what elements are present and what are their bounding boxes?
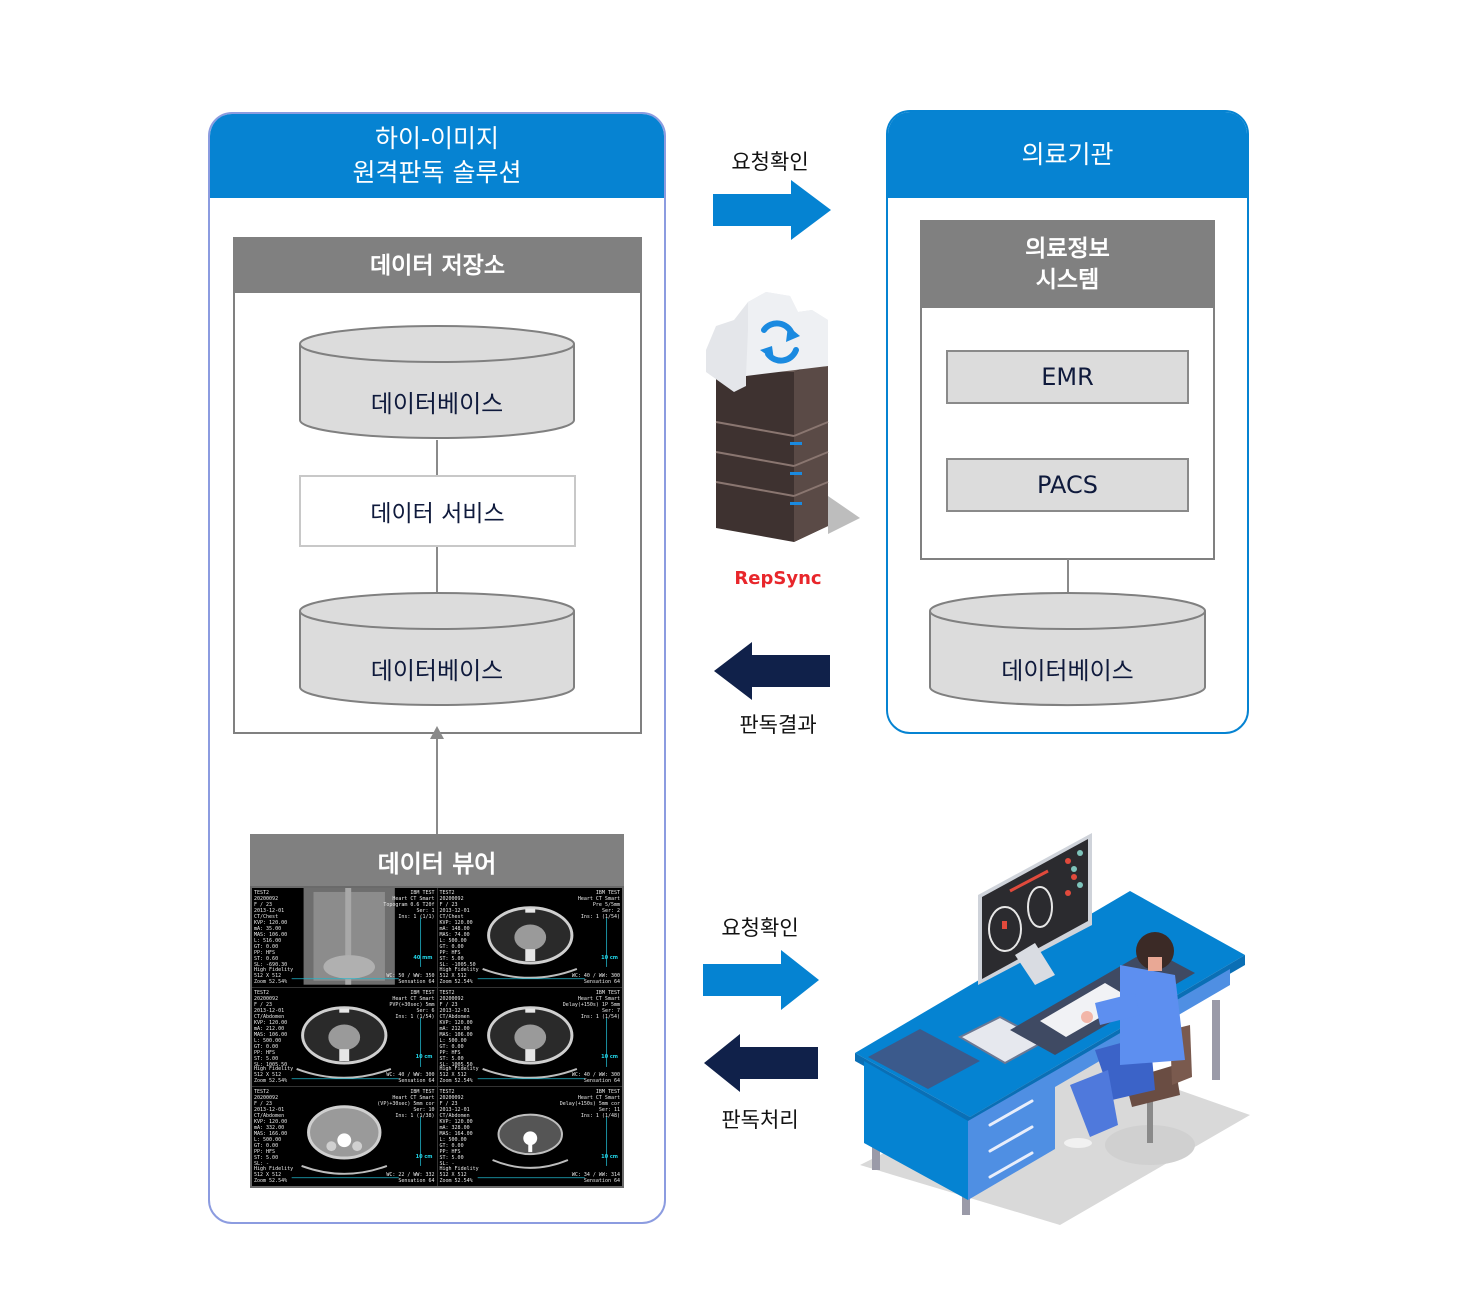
upload-arrow-icon: [430, 726, 444, 836]
ct-scan-image: [291, 888, 422, 985]
database-label: 데이터베이스: [1001, 657, 1134, 685]
repsync-server-icon: [706, 292, 860, 542]
desk-leg: [872, 1135, 880, 1170]
database-cylinder-bottom: 데이터베이스: [298, 591, 576, 709]
ct-series-info: IBM TEST Heart CT Smart Delay(+150s) 5mm…: [559, 1089, 620, 1120]
ct-scale-label: 10 cm: [601, 1153, 618, 1160]
request-confirm-label-top: 요청확인: [731, 150, 809, 174]
ct-scale-label: 40 mm: [413, 954, 433, 961]
medical-info-system-title: 의료정보 시스템: [922, 222, 1213, 308]
database-label: 데이터베이스: [370, 390, 504, 418]
database-icon: [299, 592, 575, 706]
ct-series-info: IBM TEST Heart CT Smart PVP(+30sec) 5mm …: [389, 989, 435, 1020]
ct-scale-label: 10 cm: [601, 1054, 618, 1061]
repsync-label: RepSync: [734, 568, 822, 589]
database-cylinder-top: 데이터베이스: [298, 324, 576, 442]
ct-scan-image: [477, 1005, 607, 1079]
ct-display-info: High Fidelity 512 X 512 Zoom 52.54%: [439, 1066, 479, 1085]
reading-result-label: 판독결과: [739, 713, 817, 737]
ct-display-info: High Fidelity 512 X 512 Zoom 52.54%: [254, 1066, 294, 1085]
ct-series-info: IBM TEST Heart CT Smart (VP)+30sec) 5mm …: [377, 1089, 435, 1120]
ct-window-info: WC: 50 / WW: 350 Sensation 64: [386, 972, 435, 985]
ct-series-info: IBM TEST Heart CT Smart Topogram 0.6 T20…: [383, 890, 435, 920]
ct-patient-info: TEST2 20200092 F / 23 2013-12-01 CT/Abdo…: [439, 1089, 473, 1168]
database-label: 데이터베이스: [370, 657, 504, 685]
database-icon: [299, 325, 575, 439]
ct-scan-image: [477, 1113, 607, 1179]
data-service-box: 데이터 서비스: [299, 475, 576, 547]
ct-patient-info: TEST2 20200092 F / 23 2013-12-01 CT/Abdo…: [254, 1089, 288, 1168]
emr-box: EMR: [946, 350, 1189, 404]
data-viewer-title: 데이터 뷰어: [250, 834, 624, 888]
ct-image-viewer[interactable]: TEST2 20200092 F / 23 2013-12-01 CT/Ches…: [250, 886, 624, 1188]
ct-image-cell[interactable]: TEST2 20200092 F / 23 2013-12-01 CT/Abdo…: [252, 1087, 437, 1186]
ct-display-info: High Fidelity 512 X 512 Zoom 52.54%: [439, 966, 479, 985]
medical-institution-header: 의료기관: [888, 112, 1247, 198]
connector-line: [1067, 559, 1069, 593]
arrow-right-icon: [713, 180, 831, 240]
ct-scale-label: 10 cm: [601, 954, 618, 961]
ct-scale-label: 10 cm: [415, 1054, 433, 1061]
panel-title-line2: 원격판독 솔루션: [352, 158, 522, 187]
ct-display-info: High Fidelity 512 X 512 Zoom 52.54%: [254, 966, 294, 985]
ct-scan-image: [291, 1005, 422, 1079]
request-confirm-label-bottom: 요청확인: [721, 916, 799, 940]
ct-scan-image: [477, 906, 607, 980]
reading-process-label: 판독처리: [721, 1108, 799, 1132]
ct-image-cell[interactable]: TEST2 20200092 F / 23 2013-12-01 CT/Ches…: [437, 888, 622, 987]
ct-window-info: WC: 40 / WW: 300 Sensation 64: [571, 972, 620, 985]
database-icon: [929, 592, 1206, 707]
ct-series-info: IBM TEST Heart CT Smart Pre 5/5mm Ser: 2…: [577, 890, 620, 920]
ct-patient-info: TEST2 20200092 F / 23 2013-12-01 CT/Ches…: [254, 890, 288, 968]
panel-title-line1: 하이-이미지: [374, 124, 499, 153]
remote-reading-solution-header: 하이-이미지 원격판독 솔루션: [210, 114, 664, 198]
arrow-right-icon: [703, 950, 819, 1010]
ct-image-cell[interactable]: TEST2 20200092 F / 23 2013-12-01 CT/Ches…: [252, 888, 437, 987]
pacs-box: PACS: [946, 458, 1189, 512]
his-title-line1: 의료정보: [1025, 236, 1110, 262]
data-storage-title: 데이터 저장소: [235, 239, 640, 293]
ct-image-cell[interactable]: TEST2 20200092 F / 23 2013-12-01 CT/Abdo…: [252, 987, 437, 1087]
ct-window-info: WC: 40 / WW: 300 Sensation 64: [386, 1072, 435, 1085]
ct-patient-info: TEST2 20200092 F / 23 2013-12-01 CT/Abdo…: [254, 989, 288, 1068]
arrow-left-icon: [714, 642, 830, 700]
ct-patient-info: TEST2 20200092 F / 23 2013-12-01 CT/Abdo…: [439, 989, 473, 1068]
desk-leg: [1212, 1000, 1220, 1080]
connector-line: [436, 440, 438, 476]
ct-scale-label: 10 cm: [415, 1153, 433, 1160]
ct-scan-image: [291, 1105, 422, 1179]
ct-patient-info: TEST2 20200092 F / 23 2013-12-01 CT/Ches…: [439, 890, 476, 968]
radiologist-workstation-illustration: [855, 833, 1250, 1225]
ct-image-cell[interactable]: TEST2 20200092 F / 23 2013-12-01 CT/Abdo…: [437, 987, 622, 1087]
ct-series-info: IBM TEST Heart CT Smart Delay(+150s) 1P …: [562, 989, 620, 1020]
ct-window-info: WC: 34 / WW: 314 Sensation 64: [571, 1171, 620, 1184]
ct-window-info: WC: 22 / WW: 332 Sensation 64: [386, 1171, 435, 1184]
database-cylinder-right: 데이터베이스: [928, 591, 1207, 709]
ct-display-info: High Fidelity 512 X 512 Zoom 52.54%: [254, 1165, 294, 1184]
ct-image-cell[interactable]: TEST2 20200092 F / 23 2013-12-01 CT/Abdo…: [437, 1087, 622, 1186]
connector-line: [436, 547, 438, 593]
his-title-line2: 시스템: [1035, 267, 1100, 293]
arrow-left-icon: [704, 1034, 818, 1092]
ct-display-info: High Fidelity 512 X 512 Zoom 52.54%: [439, 1165, 479, 1184]
ct-window-info: WC: 40 / WW: 300 Sensation 64: [571, 1072, 620, 1085]
